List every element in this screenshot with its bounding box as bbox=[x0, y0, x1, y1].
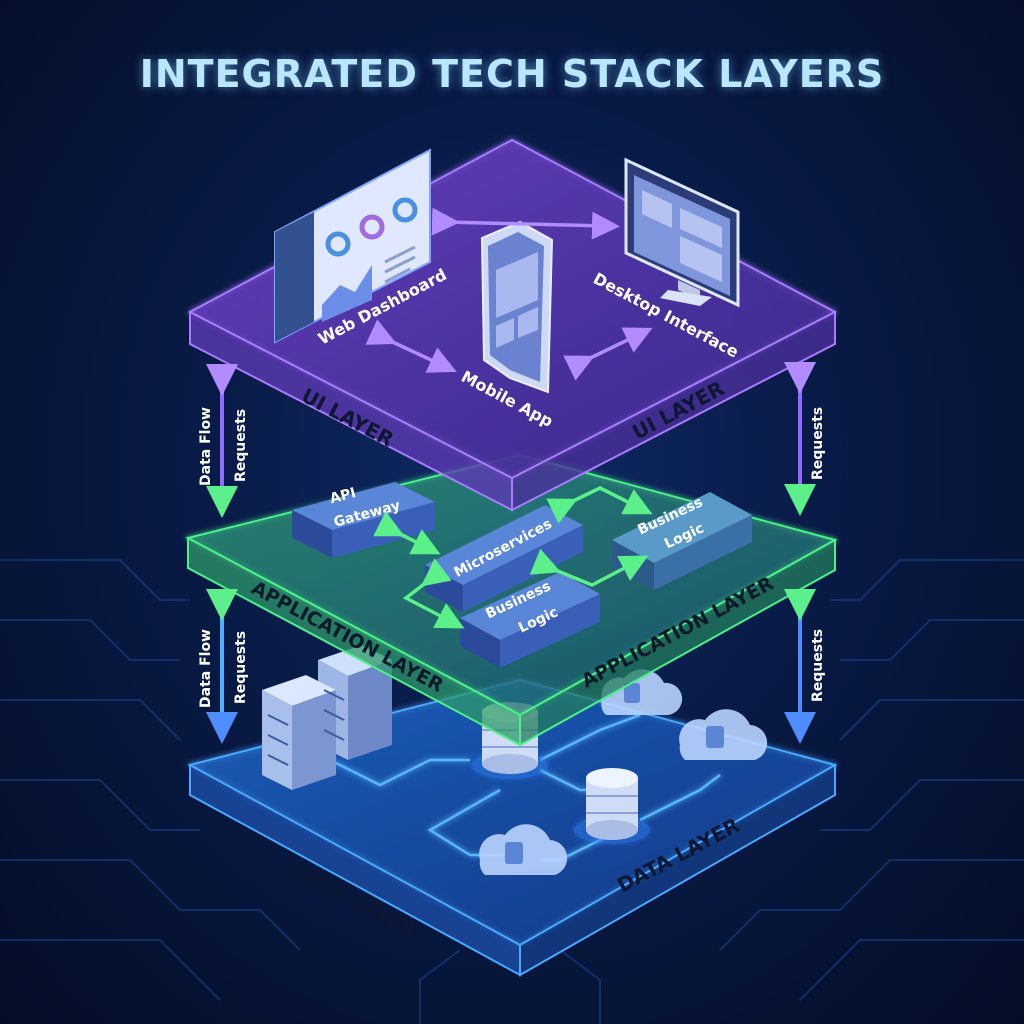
application-layer-right-face bbox=[519, 538, 836, 747]
database-icon bbox=[574, 768, 650, 844]
business-logic-box[interactable]: Business Logic bbox=[460, 572, 600, 668]
data-layer-right-face bbox=[519, 763, 836, 977]
ui-connectors bbox=[365, 207, 653, 381]
left-upper-requests-label: Requests bbox=[233, 409, 249, 482]
cloud-database-icon bbox=[479, 824, 568, 875]
cloud-database-icon bbox=[679, 709, 768, 760]
right-lower-requests-label: Requests bbox=[810, 629, 826, 702]
right-lower-flow: Requests bbox=[784, 589, 826, 744]
server-rack-icon bbox=[262, 645, 392, 790]
diagram-title: INTEGRATED TECH STACK LAYERS bbox=[139, 52, 885, 96]
left-upper-flow: Data Flow Requests bbox=[198, 364, 249, 518]
circuit-background bbox=[0, 559, 1024, 1024]
left-lower-dataflow-label: Data Flow bbox=[198, 629, 214, 708]
app-connectors bbox=[373, 486, 653, 629]
left-lower-requests-label: Requests bbox=[233, 631, 249, 704]
api-gateway-label-line1: API bbox=[328, 485, 358, 507]
left-upper-dataflow-label: Data Flow bbox=[198, 407, 214, 486]
right-upper-requests-label: Requests bbox=[810, 407, 826, 480]
web-dashboard-icon[interactable]: Web Dashboard bbox=[274, 148, 450, 349]
right-upper-flow: Requests bbox=[784, 362, 826, 516]
ui-layer-right-face bbox=[511, 310, 836, 512]
left-lower-flow: Data Flow Requests bbox=[198, 589, 249, 744]
